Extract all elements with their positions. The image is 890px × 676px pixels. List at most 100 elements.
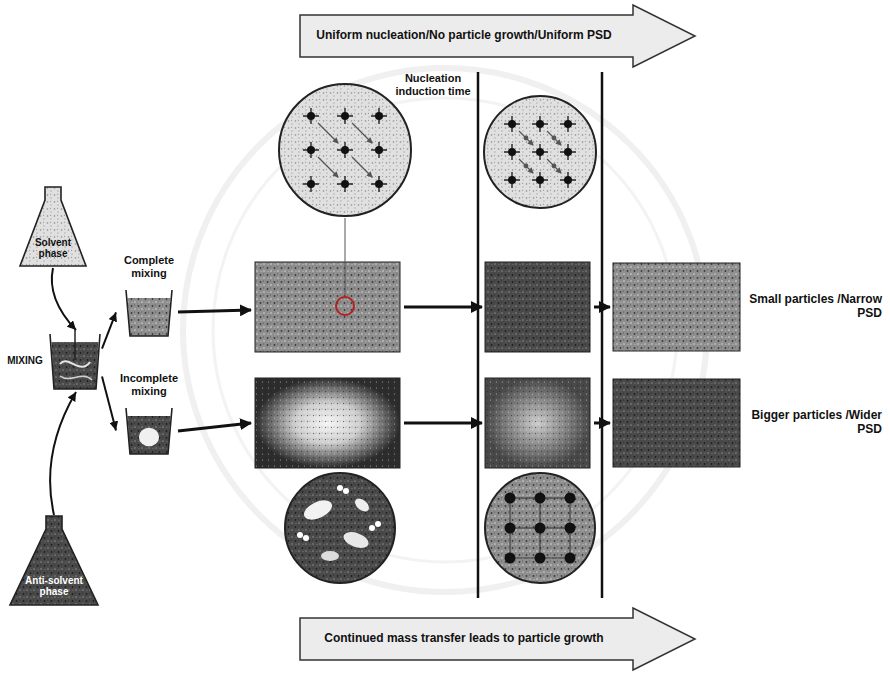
atom-dot [564, 148, 572, 156]
atom-dot [536, 148, 544, 156]
atom-dot [341, 112, 349, 120]
atom-dot [565, 493, 576, 504]
label-holder: Nucleation induction time [392, 72, 474, 97]
node-text: Incomplete mixing [116, 372, 182, 397]
solvent-flask: Solvent phase [18, 186, 88, 268]
mass-transfer-arrow [547, 159, 561, 173]
crystal-lattice [504, 116, 576, 188]
atom-dot [535, 553, 546, 564]
flask-outline [10, 516, 98, 605]
suspension-square [613, 379, 740, 467]
time-line [601, 72, 604, 598]
process-arrow [404, 422, 482, 425]
mixed-beaker: Complete mixing [116, 248, 182, 340]
mixed-beaker: Incomplete mixing [116, 366, 182, 458]
mass-transfer-arrow [352, 157, 372, 177]
process-arrow [178, 310, 251, 312]
process-arrow [594, 422, 610, 425]
arrow-band [300, 608, 695, 670]
atom-dot [508, 176, 516, 184]
atom-dot [564, 120, 572, 128]
suspension-square [255, 262, 400, 352]
process-arrow-band: Uniform nucleation/No particle growth/Un… [300, 5, 695, 67]
time-line [477, 72, 480, 598]
solute-molecule [369, 525, 375, 531]
node-text: Small particles /Narrow PSD [746, 293, 882, 321]
flow-arrow [102, 312, 116, 348]
atom-dot [505, 523, 516, 534]
solute-molecule [524, 136, 529, 141]
suspension-square [485, 262, 590, 352]
node-outline [612, 262, 884, 352]
crystal-lattice [303, 108, 387, 192]
suspension-texture [255, 378, 400, 468]
atom-dot [307, 180, 315, 188]
mixing-swirl [60, 376, 92, 380]
node-text: Solvent phase [22, 237, 84, 260]
node-text: Bigger particles /Wider PSD [746, 409, 882, 437]
beaker-outline [126, 290, 172, 336]
solute-molecule [343, 488, 349, 494]
atom-dot [535, 493, 546, 504]
result-square: Small particles /Narrow PSD [612, 262, 884, 352]
anti-solvent-flask: Anti-solvent phase [8, 515, 100, 607]
mass-transfer-arrow [519, 159, 533, 173]
flow-arrow [102, 377, 116, 431]
solute-molecule [337, 485, 343, 491]
node-text: MIXING [2, 355, 48, 367]
solute-molecule [524, 164, 529, 169]
crystal-lattice [505, 493, 576, 564]
beaker-liquid [128, 416, 171, 454]
mass-transfer-arrow [318, 157, 338, 177]
atom-dot [505, 553, 516, 564]
solute-molecule [297, 532, 303, 538]
solute-molecule [552, 164, 557, 169]
magnified-view [485, 473, 595, 583]
unmixed-region [139, 428, 159, 446]
mass-transfer-arrow [352, 123, 372, 143]
atom-dot [307, 112, 315, 120]
atom-dot [505, 493, 516, 504]
mixing-beaker: MIXING [2, 330, 102, 392]
solute-molecule [552, 136, 557, 141]
atom-dot [565, 553, 576, 564]
mixing-swirl [60, 361, 90, 367]
atom-dot [375, 146, 383, 154]
solute-cluster [321, 551, 339, 561]
stirrer [74, 328, 76, 360]
beaker-liquid [128, 298, 171, 336]
arrow-band [300, 5, 695, 67]
mass-transfer-arrow [547, 131, 561, 145]
atom-dot [565, 523, 576, 534]
node-text: Continued mass transfer leads to particl… [314, 632, 614, 646]
process-arrow [178, 423, 251, 431]
atom-dot [508, 148, 516, 156]
atom-dot [375, 180, 383, 188]
solute-cluster [341, 529, 370, 551]
atom-dot [508, 120, 516, 128]
atom-dot [341, 146, 349, 154]
node-text: Anti-solvent phase [12, 575, 96, 598]
solute-clusters [297, 485, 381, 561]
axis-label: Nucleation induction time [392, 72, 474, 97]
leader-line [345, 218, 346, 296]
magnified-view [279, 84, 411, 216]
solute-cluster [301, 496, 335, 523]
atom-dot [536, 176, 544, 184]
process-arrow [404, 306, 482, 309]
solute-molecule [303, 535, 309, 541]
mass-transfer-arrow [318, 123, 338, 143]
suspension-texture [485, 378, 590, 468]
atom-dot [341, 180, 349, 188]
node-text: Complete mixing [116, 254, 182, 279]
result-square: Bigger particles /Wider PSD [612, 378, 884, 468]
mass-transfer-arrow [519, 131, 533, 145]
nucleus-marker [336, 297, 354, 315]
atom-dot [564, 176, 572, 184]
beaker-outline [126, 408, 172, 454]
atom-dot [535, 523, 546, 534]
flow-arrow [50, 392, 76, 515]
